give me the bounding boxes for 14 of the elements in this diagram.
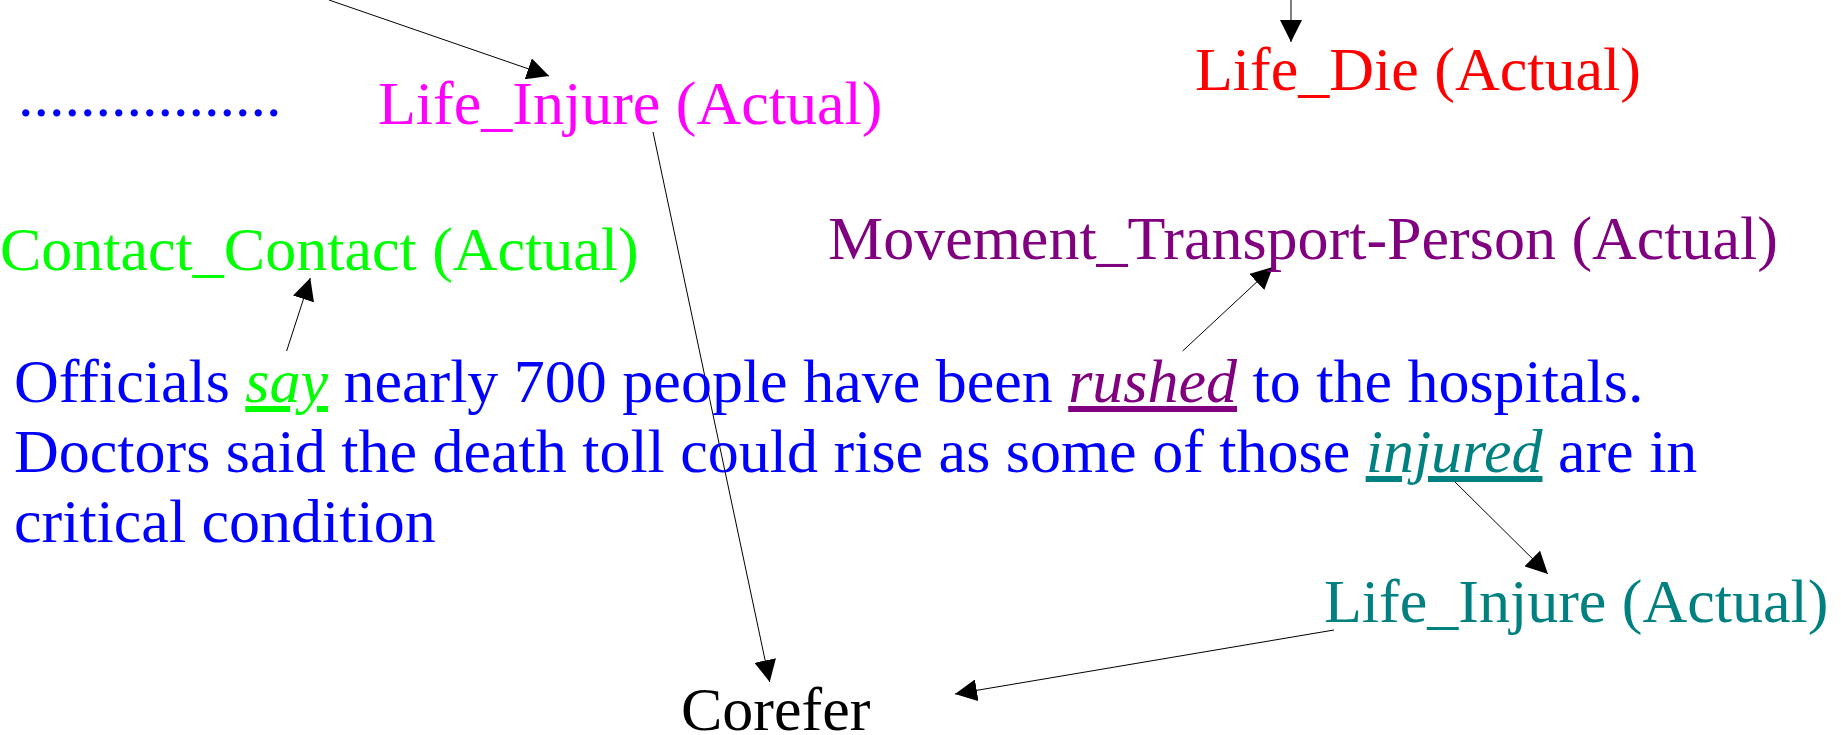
- arrow: [954, 629, 1335, 702]
- event-label: Movement_Transport-Person (Actual): [828, 203, 1778, 273]
- arrow: [328, 0, 550, 80]
- event-label: Life_Injure (Actual): [378, 68, 883, 138]
- arrow: [286, 277, 314, 352]
- ellipsis-text: .................: [18, 60, 282, 130]
- arrow: [1453, 480, 1549, 575]
- event-label: Contact_Contact (Actual): [0, 214, 639, 284]
- event-label: Life_Injure (Actual): [1324, 566, 1829, 636]
- arrow: [652, 131, 776, 683]
- arrow: [1182, 266, 1274, 352]
- arrow: [1280, 0, 1302, 43]
- relation-label: Corefer: [681, 674, 871, 735]
- event-label: Life_Die (Actual): [1195, 34, 1641, 104]
